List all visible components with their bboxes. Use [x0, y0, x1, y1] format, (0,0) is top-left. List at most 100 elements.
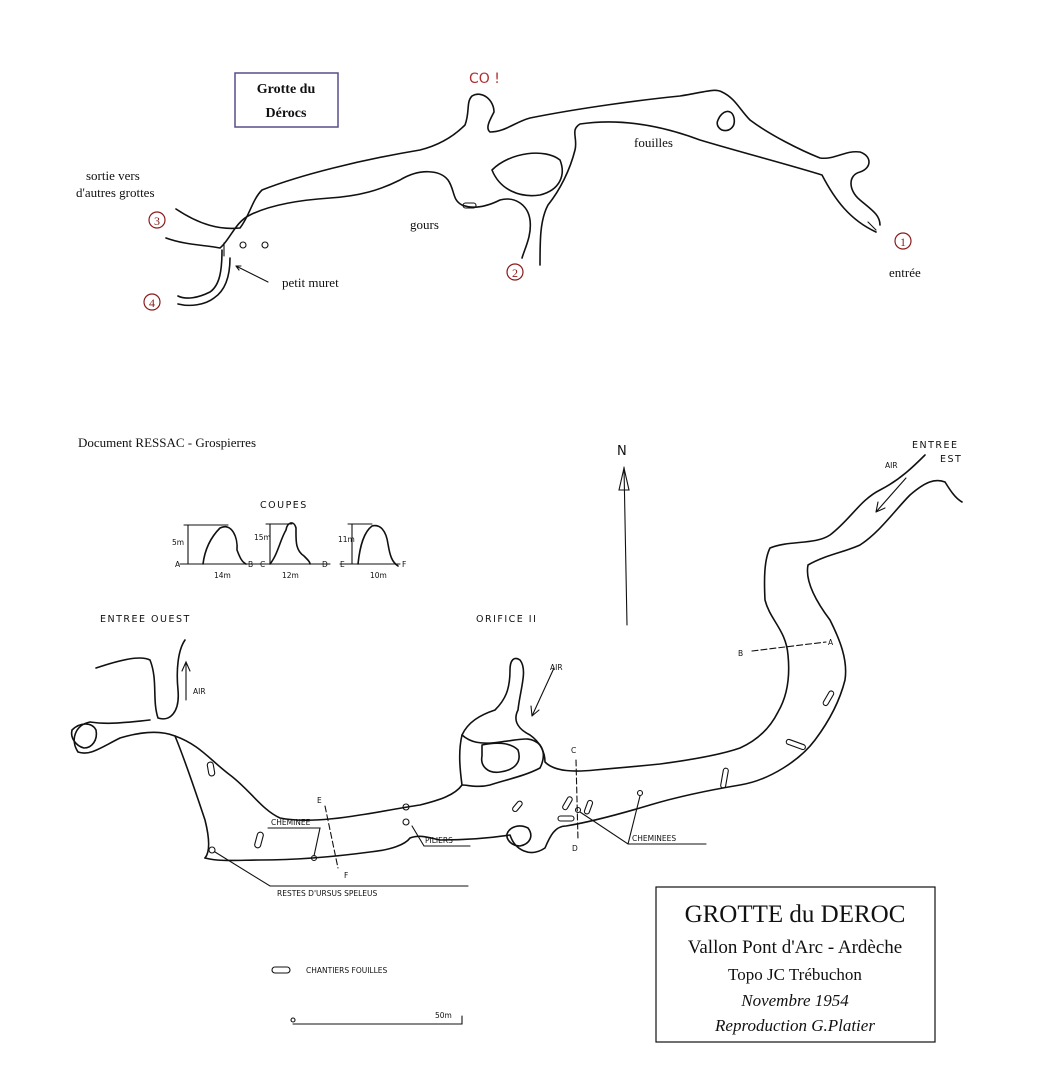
- cross-sections: COUPES 5m 15m 11m A B C D E F 14m 12m 10…: [172, 500, 406, 580]
- survey-pillar: [70, 723, 98, 749]
- entree-ouest-label: ENTREE OUEST: [100, 614, 191, 625]
- pilier-dot: [402, 803, 410, 811]
- svg-text:1: 1: [900, 235, 906, 249]
- title-box-frame: [655, 886, 936, 1043]
- coupes-title: COUPES: [260, 500, 308, 511]
- svg-text:AIR: AIR: [885, 461, 898, 470]
- coupe-ab-width: 14m: [214, 571, 231, 580]
- coupe-cd: [269, 522, 311, 565]
- cheminees-callout: CHEMINEES: [579, 795, 707, 845]
- chantier-fouille: [562, 796, 573, 811]
- sketch-gour: [462, 202, 477, 209]
- coupe-ab-scale: [183, 524, 229, 565]
- survey-west-wall: [174, 735, 210, 859]
- coupe-ef-right: F: [402, 560, 406, 569]
- svg-text:AIR: AIR: [550, 663, 563, 672]
- gours-label: gours: [410, 217, 439, 232]
- sketch-passage-exit4: [177, 249, 231, 307]
- coupe-cd-height: 15m: [254, 533, 271, 542]
- chantier-fouille: [512, 800, 523, 813]
- north-arrow-head: [618, 467, 630, 491]
- muret-label: petit muret: [282, 275, 339, 290]
- coupe-ef-height: 11m: [338, 535, 355, 544]
- survey-pillar: [506, 825, 532, 847]
- sketch-map: Grotte du Dérocs CO ! sortie vers d'autr…: [76, 71, 921, 311]
- marker-2: 2: [506, 263, 524, 281]
- title-main: GROTTE du DEROC: [685, 901, 906, 928]
- title-surveyor: Topo JC Trébuchon: [728, 965, 862, 984]
- sketch-title-line1: Grotte du: [257, 82, 316, 97]
- chantier-fouille: [720, 767, 729, 789]
- cheminee-dot: [636, 789, 644, 797]
- sketch-pillar-dot: [261, 241, 269, 249]
- exit-label-line1: sortie vers: [86, 168, 140, 183]
- piliers-callout: PILIERS: [411, 825, 471, 847]
- sketch-passage-lower-wall: [165, 170, 532, 259]
- coupe-ab-height: 5m: [172, 538, 184, 547]
- air-arrow-west: AIR: [181, 660, 206, 701]
- coupe-ef-width: 10m: [370, 571, 387, 580]
- sketch-pillar-large: [491, 152, 564, 197]
- title-reproduction: Reproduction G.Platier: [714, 1016, 875, 1035]
- section-letter-e: E: [317, 796, 322, 805]
- ursus-remains: [208, 846, 216, 854]
- fouilles-label: fouilles: [634, 135, 673, 150]
- svg-text:AIR: AIR: [193, 687, 206, 696]
- chantier-fouille: [557, 815, 575, 822]
- muret-pointer: [235, 265, 269, 283]
- section-letter-b: B: [738, 649, 743, 658]
- north-arrow-shaft: [623, 466, 628, 626]
- section-letter-d: D: [572, 844, 578, 853]
- legend: CHANTIERS FOUILLES: [271, 966, 388, 975]
- coupe-ab-right: B: [248, 560, 253, 569]
- document-credit: Document RESSAC - Grospierres: [78, 435, 256, 450]
- section-letter-a: A: [828, 638, 834, 647]
- survey-map: Document RESSAC - Grospierres N COUPES 5…: [70, 435, 963, 1025]
- exit-label-line2: d'autres grottes: [76, 185, 155, 200]
- svg-text:CHEMINEES: CHEMINEES: [632, 834, 676, 843]
- chantier-fouille: [583, 799, 594, 815]
- section-letter-c: C: [571, 746, 576, 755]
- svg-text:4: 4: [149, 296, 155, 310]
- svg-text:3: 3: [154, 214, 160, 228]
- section-line-ab: [751, 641, 827, 652]
- section-line-cd: [575, 759, 579, 841]
- coupe-cd-width: 12m: [282, 571, 299, 580]
- svg-text:2: 2: [512, 266, 518, 280]
- title-location: Vallon Pont d'Arc - Ardèche: [688, 937, 902, 958]
- title-box: GROTTE du DEROC Vallon Pont d'Arc - Ardè…: [655, 886, 936, 1043]
- sketch-passage-branch: [539, 121, 877, 266]
- coupe-ef-left: E: [340, 560, 345, 569]
- svg-text:CHEMINEE: CHEMINEE: [271, 818, 311, 827]
- sketch-title-box: [234, 72, 339, 128]
- survey-passage-upper-wall: [73, 454, 926, 821]
- scale-label: 50m: [435, 1011, 452, 1020]
- chantier-fouille: [254, 831, 264, 849]
- section-letter-f: F: [344, 871, 348, 880]
- sketch-passage-upper-wall: [175, 89, 881, 230]
- chantier-fouille: [785, 738, 806, 751]
- cheminee-callout: CHEMINEE: [267, 818, 321, 857]
- survey-pillar: [480, 742, 520, 774]
- coupe-ab: [202, 525, 247, 565]
- entrance-pointer: [867, 221, 877, 231]
- co-mark: CO !: [469, 71, 500, 87]
- restes-callout: RESTES D'URSUS SPELEUS: [214, 851, 469, 898]
- chantier-fouille: [822, 690, 835, 707]
- chantier-fouille: [206, 761, 216, 777]
- chantier-legend-symbol: [271, 966, 291, 974]
- marker-3: 3: [148, 211, 166, 229]
- marker-1: 1: [894, 232, 912, 250]
- scale-bar: 50m: [290, 1011, 463, 1025]
- north-label: N: [617, 444, 627, 459]
- sketch-title-line2: Dérocs: [266, 106, 307, 121]
- svg-text:PILIERS: PILIERS: [425, 836, 453, 845]
- coupe-ef-scale: [347, 523, 373, 565]
- cheminee-dot: [574, 806, 582, 814]
- entree-est-label-line1: ENTREE: [912, 440, 959, 451]
- marker-4: 4: [143, 293, 161, 311]
- entree-label: entrée: [889, 265, 921, 280]
- north-arrow: N: [617, 444, 630, 626]
- entree-est-label-line2: EST: [940, 454, 962, 465]
